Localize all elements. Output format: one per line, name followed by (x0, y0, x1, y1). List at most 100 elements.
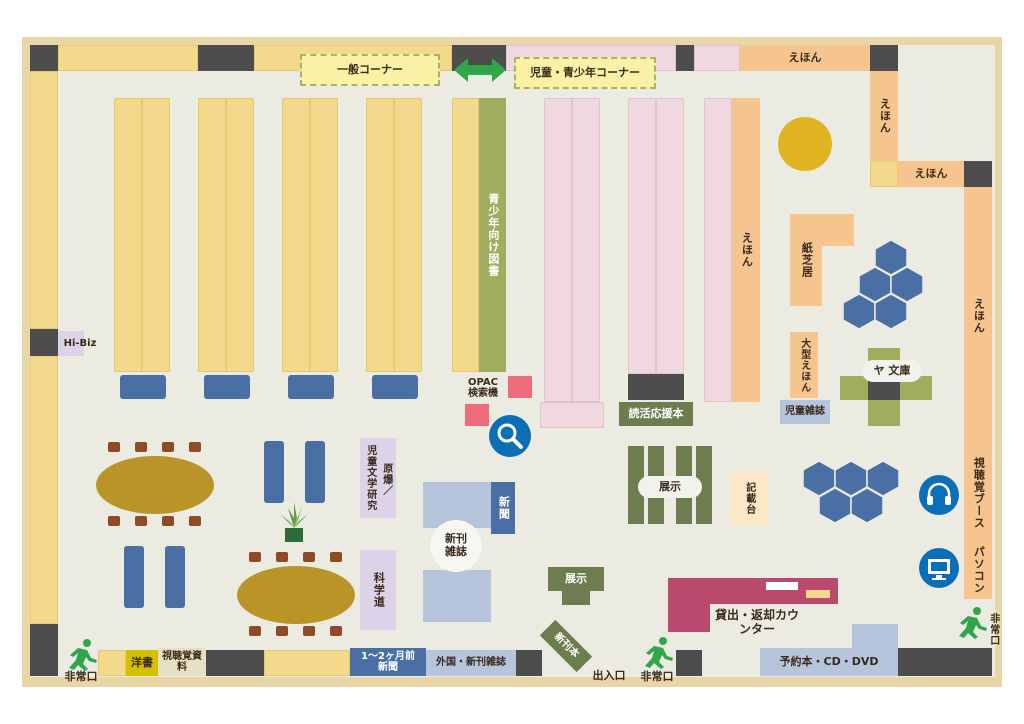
wall-block (516, 650, 542, 676)
general-shelf (310, 98, 338, 372)
wall-corner (870, 45, 898, 71)
hibiz-label: Hi-Biz (63, 338, 97, 350)
ehon-shelf: えほん (732, 98, 760, 402)
wall-shelf-bottom (98, 650, 126, 676)
bench (165, 546, 185, 608)
wall-block (676, 650, 702, 676)
wall-shelf-left (30, 356, 58, 624)
ehon-top-shelf: えほん (740, 45, 870, 71)
kisai-table: 記載台 (730, 471, 768, 525)
newspaper-shelf: 新聞 (491, 482, 515, 534)
children-shelf (628, 98, 656, 374)
old-newspaper-shelf: 1～2ヶ月前 新聞 (350, 648, 426, 676)
wall-shelf-top (58, 45, 198, 71)
opac-label: OPAC 検索機 (455, 374, 511, 402)
bench (288, 375, 334, 399)
magnifier-icon[interactable] (488, 414, 532, 458)
ehon-side-shelf: えほん (964, 187, 992, 445)
display2-top (548, 567, 604, 591)
counter-device (766, 582, 798, 590)
ya-shelf-bottom (868, 400, 900, 426)
bench (120, 375, 166, 399)
bench (204, 375, 250, 399)
exit-left-label: 非常口 (64, 669, 98, 683)
hibiz-shelf (58, 331, 84, 356)
children-shelf (656, 98, 684, 374)
kagakudo-shelf: 科学道 (360, 550, 396, 630)
genbaku-label: 原爆／ (380, 462, 392, 496)
display2-base (562, 591, 590, 605)
av-material-shelf: 視聴覚資料 (158, 648, 206, 676)
wall-shelf-bottom (264, 650, 350, 676)
headphones-icon (919, 475, 959, 515)
wall-block (30, 329, 58, 356)
opac-terminal[interactable] (508, 376, 532, 398)
bench (264, 441, 284, 503)
double-arrow-icon (454, 58, 506, 82)
magazine-shelf (423, 570, 491, 594)
wall-block (206, 650, 264, 676)
exit-right-label: 非常口 (987, 612, 999, 646)
emergency-exit-icon (69, 639, 97, 671)
magazine-shelf (423, 506, 491, 528)
opac-terminal[interactable] (465, 404, 489, 426)
yosho-shelf: 洋書 (126, 650, 158, 676)
general-shelf (226, 98, 254, 372)
kamishibai-shelf: 紙芝居 (790, 214, 822, 306)
wall-block (30, 624, 58, 676)
wall-corner (30, 45, 58, 71)
general-shelf (114, 98, 142, 372)
tenji2-label: 展示 (565, 571, 587, 585)
youth-books-shelf: 青少年向け図書 (479, 98, 506, 372)
dokkatsu-shelf: 読活応援本 (619, 402, 693, 426)
counter-device (806, 590, 830, 598)
floor-area (30, 45, 995, 677)
counter-label: 貸出・返却カウンター (714, 608, 799, 636)
jido-bungaku-label: 児童文学研究 (364, 445, 376, 511)
ehon-right-h-shelf: えほん (898, 161, 964, 187)
general-corner-sign: 一般コーナー (300, 54, 440, 86)
general-shelf (198, 98, 226, 372)
emergency-exit-icon (645, 637, 673, 669)
emergency-exit-icon (959, 607, 987, 639)
bench (372, 375, 418, 399)
children-corner-sign: 児童・青少年コーナー (514, 57, 656, 89)
general-shelf (282, 98, 310, 372)
bench (124, 546, 144, 608)
wall-shelf-left (30, 71, 58, 329)
general-shelf (366, 98, 394, 372)
bench (305, 441, 325, 503)
ya-bunko-label: ヤ 文庫 (862, 360, 922, 382)
reserve-shelf: 予約本・CD・DVD (760, 648, 898, 676)
tenji-label: 展示 (638, 476, 702, 498)
display-shelf (696, 446, 712, 524)
ehon-right-shelf: えほん (870, 71, 898, 161)
ookata-ehon-shelf: 大型えほん (790, 332, 818, 398)
children-shelf-end (540, 402, 604, 428)
hex-seating-upper (842, 239, 924, 330)
magazine-shelf (423, 594, 491, 622)
shelf-block (628, 374, 684, 400)
entrance-label: 出入口 (592, 668, 626, 682)
ya-shelf-left (840, 376, 868, 400)
magazine-shelf (423, 482, 491, 506)
reading-table (96, 456, 214, 514)
pc-area: パソコン (964, 541, 992, 599)
plant-icon (280, 502, 308, 542)
general-shelf (142, 98, 170, 372)
children-shelf (544, 98, 572, 402)
hex-seating-lower (802, 460, 900, 524)
wall-block (198, 45, 254, 71)
wall-block (898, 648, 992, 676)
children-shelf (704, 98, 732, 402)
av-booth: 視聴覚ブース (964, 445, 992, 541)
display-shelf (628, 446, 644, 524)
counter-side (668, 578, 710, 632)
jido-zasshi-shelf: 児童雑誌 (780, 400, 830, 424)
chairs-table-2 (249, 552, 342, 636)
round-rug (778, 117, 832, 171)
exit-mid-label: 非常口 (640, 669, 674, 683)
general-shelf (452, 98, 479, 372)
reserve-shelf-box (852, 624, 898, 648)
wall-shelf (870, 161, 898, 187)
